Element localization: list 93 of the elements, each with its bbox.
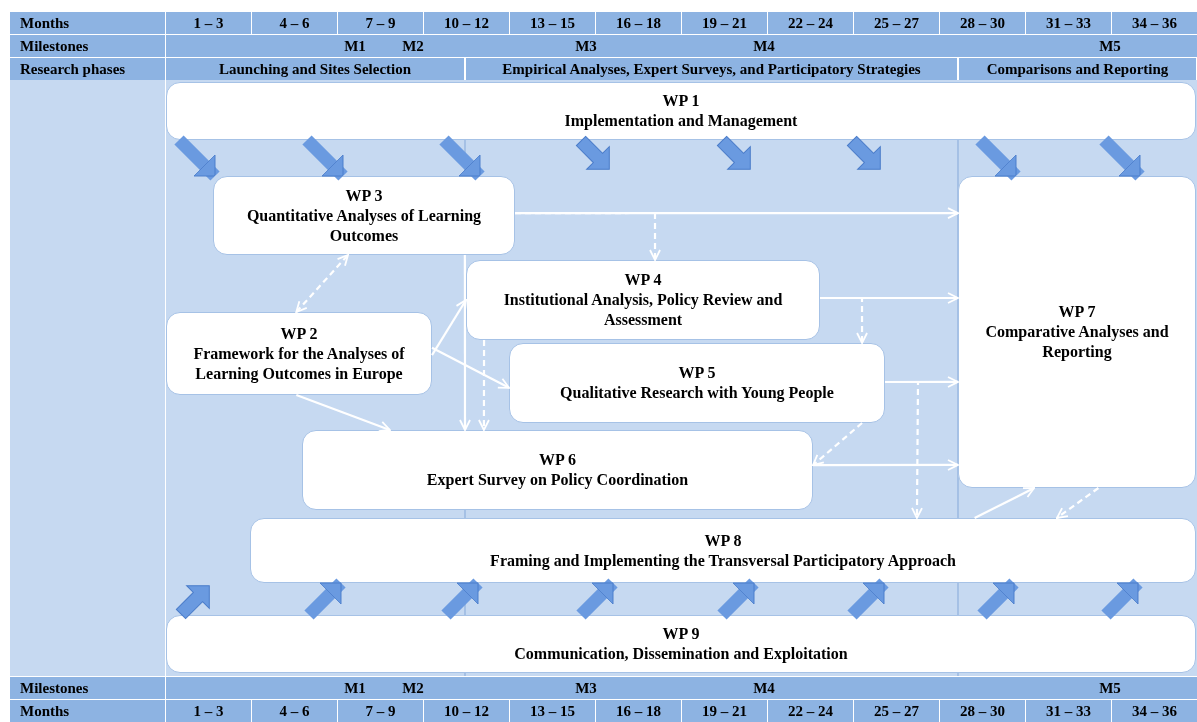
month-cell: 25 – 27 <box>854 12 939 34</box>
package-title: Institutional Analysis, Policy Review and Assessment <box>502 290 784 330</box>
package-title: Framing and Implementing the Transversal Participatory Approach <box>490 550 956 571</box>
month-cell: 28 – 30 <box>940 700 1025 722</box>
dashed-arrow <box>885 380 923 519</box>
month-cell: 31 – 33 <box>1026 700 1111 722</box>
package-title: Comparative Analyses and Reporting <box>984 322 1170 362</box>
phase-cell: Comparisons and Reporting <box>959 58 1196 80</box>
row-header: Milestones <box>10 35 165 57</box>
block-arrow <box>1099 135 1145 181</box>
phase-cell: Launching and Sites Selection <box>166 58 464 80</box>
month-cell: 31 – 33 <box>1026 12 1111 34</box>
milestone-label: M3 <box>575 37 597 56</box>
package-number: WP 3 <box>345 185 383 206</box>
package-number: WP 4 <box>624 270 662 290</box>
month-cell: 4 – 6 <box>252 12 337 34</box>
work-package-box <box>509 343 885 423</box>
package-title: Quantitative Analyses of Learning Outcomes <box>245 205 483 246</box>
milestone-label: M2 <box>402 679 424 698</box>
package-number: WP 7 <box>1058 302 1096 322</box>
arrow <box>431 346 510 389</box>
package-number: WP 1 <box>662 91 700 111</box>
block-arrow <box>302 135 348 181</box>
work-package-box <box>166 615 1196 673</box>
row-header: Months <box>10 12 165 34</box>
month-cell: 16 – 18 <box>596 12 681 34</box>
month-cell: 16 – 18 <box>596 700 681 722</box>
work-package-box <box>213 176 515 255</box>
month-cell: 4 – 6 <box>252 700 337 722</box>
month-cell: 34 – 36 <box>1112 12 1197 34</box>
package-title: Qualitative Research with Young People <box>560 383 834 403</box>
dashed-arrow <box>1056 487 1100 519</box>
arrow <box>431 299 467 356</box>
block-arrow <box>717 578 759 620</box>
block-arrow <box>977 578 1019 620</box>
phase-cell: Empirical Analyses, Expert Surveys, and Participatory Strategies <box>466 58 957 80</box>
work-package-box <box>302 430 813 510</box>
work-package-box <box>466 260 820 340</box>
month-cell: 13 – 15 <box>510 12 595 34</box>
month-cell: 13 – 15 <box>510 700 595 722</box>
dashed-arrow <box>515 211 661 261</box>
work-package-box <box>958 176 1196 488</box>
arrow <box>974 487 1036 519</box>
month-cell: 10 – 12 <box>424 12 509 34</box>
dashed-arrow <box>820 296 868 344</box>
month-cell: 19 – 21 <box>682 12 767 34</box>
arrow <box>295 393 391 433</box>
package-title: Communication, Dissemination and Exploitation <box>514 644 848 664</box>
block-arrow <box>576 578 618 620</box>
month-cell: 19 – 21 <box>682 700 767 722</box>
block-arrow <box>441 578 483 620</box>
row-header: Research phases <box>10 58 165 80</box>
milestone-label: M4 <box>753 679 775 698</box>
month-cell: 28 – 30 <box>940 12 1025 34</box>
milestone-label: M5 <box>1099 37 1121 56</box>
work-package-box <box>166 82 1196 140</box>
milestone-label: M5 <box>1099 679 1121 698</box>
package-title: Implementation and Management <box>564 111 798 131</box>
package-number: WP 6 <box>539 450 576 470</box>
block-arrow <box>304 578 346 620</box>
block-arrow <box>975 135 1021 181</box>
milestone-label: M4 <box>753 37 775 56</box>
dashed-arrow <box>812 422 863 467</box>
dashed-arrow <box>478 340 490 431</box>
work-package-box <box>250 518 1196 583</box>
package-number: WP 5 <box>678 363 716 383</box>
work-package-box <box>166 312 432 395</box>
month-cell: 1 – 3 <box>166 700 251 722</box>
package-number: WP 8 <box>704 530 742 551</box>
package-number: WP 2 <box>280 323 318 344</box>
month-cell: 25 – 27 <box>854 700 939 722</box>
milestone-label: M2 <box>402 37 424 56</box>
double-headed-arrow <box>295 254 349 313</box>
month-cell: 34 – 36 <box>1112 700 1197 722</box>
package-number: WP 9 <box>662 624 700 644</box>
arrow <box>813 459 959 471</box>
block-arrow <box>439 135 485 181</box>
month-cell: 7 – 9 <box>338 700 423 722</box>
block-arrow <box>847 578 889 620</box>
row-header: Months <box>10 700 165 722</box>
month-cell: 22 – 24 <box>768 12 853 34</box>
row-header: Milestones <box>10 677 165 699</box>
milestone-label: M1 <box>344 37 366 56</box>
month-cell: 1 – 3 <box>166 12 251 34</box>
month-cell: 10 – 12 <box>424 700 509 722</box>
month-cell: 22 – 24 <box>768 700 853 722</box>
milestone-label: M3 <box>575 679 597 698</box>
package-title: Framework for the Analyses of Learning Outcomes in Europe <box>192 343 406 384</box>
package-title: Expert Survey on Policy Coordination <box>426 470 689 490</box>
month-cell: 7 – 9 <box>338 12 423 34</box>
block-arrow <box>1101 578 1143 620</box>
arrow <box>459 255 471 431</box>
milestone-label: M1 <box>344 679 366 698</box>
